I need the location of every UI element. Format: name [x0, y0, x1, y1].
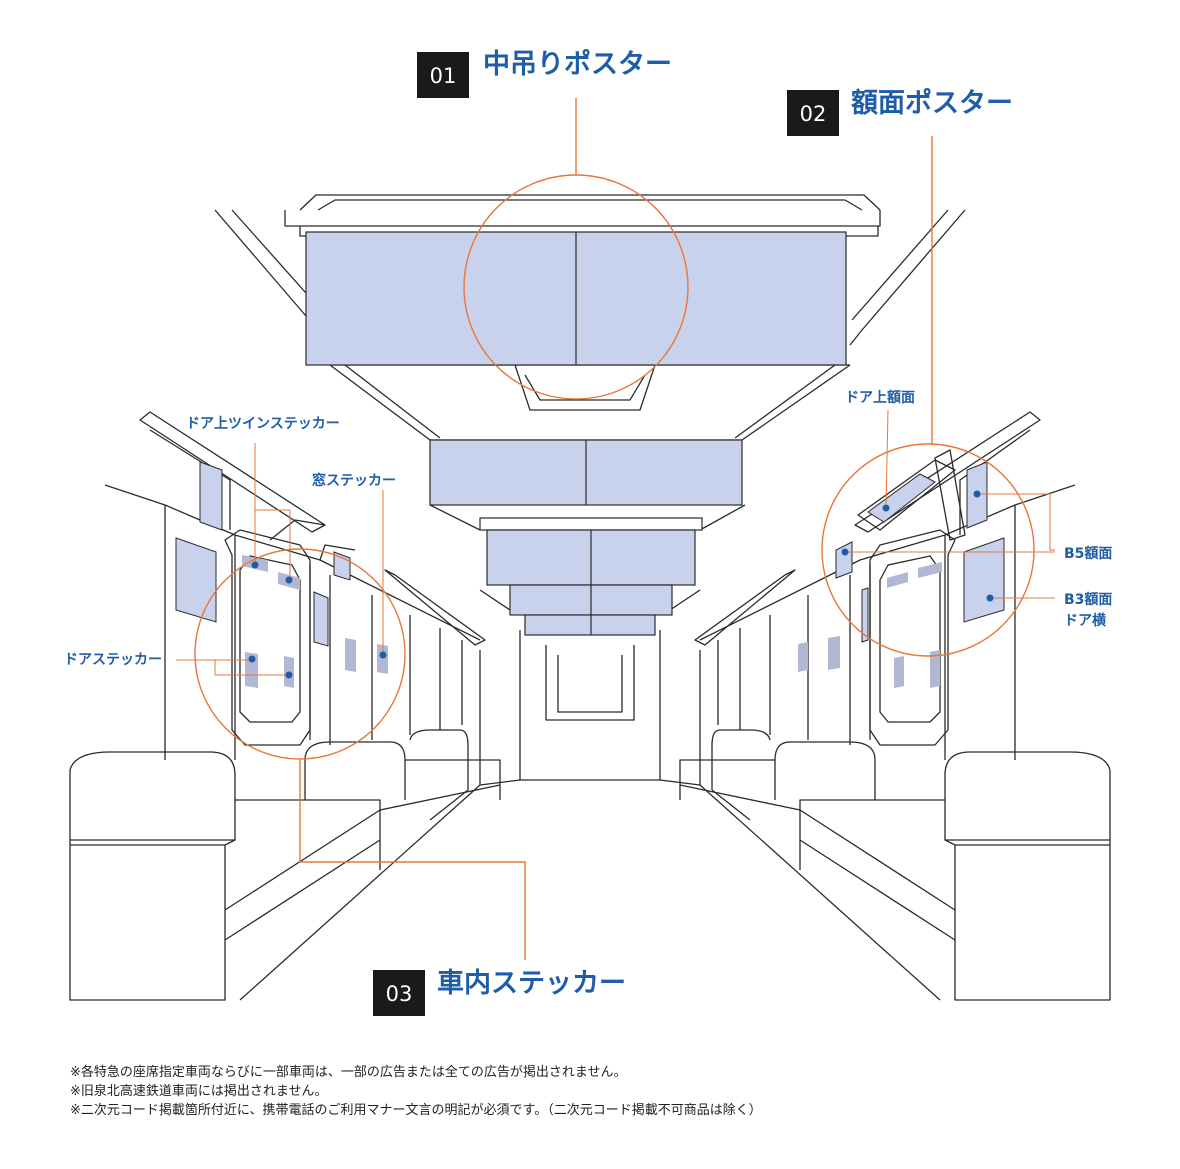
section-03: 03 車内ステッカー: [373, 968, 626, 1016]
badge-02: [787, 90, 839, 136]
callout-lines: [194, 98, 1035, 960]
callout-circle-03: [194, 548, 406, 760]
frame-poster-left-2: [313, 591, 329, 647]
stickers: [242, 555, 942, 688]
callout-circle-02: [821, 443, 1035, 657]
section-01: 01 中吊りポスター: [417, 49, 672, 98]
section-02-title: 額面ポスター: [851, 88, 1013, 119]
frame-poster-left-top: [199, 461, 223, 531]
footnote-3: ※二次元コード掲載箇所付近に、携帯電話のご利用マナー文言の明記が必須です。（二次…: [70, 1103, 762, 1118]
footnote-2: ※旧泉北高速鉄道車両には掲出されません。: [70, 1084, 328, 1099]
badge-03-number: 03: [386, 982, 413, 1006]
frame-poster-left: [175, 537, 217, 623]
callout-leaders: [176, 409, 1055, 676]
badge-01: [417, 52, 469, 98]
label-b3-frame: B3額面: [1064, 591, 1112, 608]
label-door-top-frame: ドア上額面: [845, 389, 915, 406]
label-door-top-twin: ドア上ツインステッカー: [186, 416, 340, 432]
hanging-posters: [305, 231, 847, 636]
frame-poster-b3: [963, 537, 1005, 623]
hanging-poster-5: [524, 614, 656, 636]
label-b5-frame: B5額面: [1064, 545, 1112, 562]
window-sticker-1: [345, 638, 356, 672]
footnote-1: ※各特急の座席指定車両ならびに一部車両は、一部の広告または全ての広告が掲出されま…: [70, 1065, 627, 1080]
section-03-title: 車内ステッカー: [437, 968, 626, 999]
badge-01-number: 01: [430, 64, 457, 88]
label-window-sticker: 窓ステッカー: [312, 472, 396, 489]
label-b3-side: ドア横: [1064, 612, 1107, 629]
footnotes: ※各特急の座席指定車両ならびに一部車両は、一部の広告または全ての広告が掲出されま…: [70, 1063, 1150, 1120]
frame-poster-b5-left: [835, 541, 853, 579]
label-door-sticker: ドアステッカー: [64, 652, 162, 668]
callout-labels: ドア上ツインステッカー 窓ステッカー ドアステッカー ドア上額面 B5額面 B3…: [64, 389, 1112, 668]
window-sticker-2: [377, 644, 388, 674]
window-sticker-4: [798, 642, 808, 672]
frame-poster-door-top: [867, 473, 936, 523]
seat-left-front: [69, 751, 236, 1001]
badge-03: [373, 970, 425, 1016]
badge-02-number: 02: [800, 102, 827, 126]
callout-dots: [248, 490, 994, 679]
ceiling-rail-right: [849, 209, 966, 346]
seat-right-front: [944, 751, 1111, 1001]
section-01-title: 中吊りポスター: [483, 49, 672, 80]
section-02: 02 額面ポスター: [787, 88, 1013, 136]
window-sticker-3: [828, 636, 840, 670]
